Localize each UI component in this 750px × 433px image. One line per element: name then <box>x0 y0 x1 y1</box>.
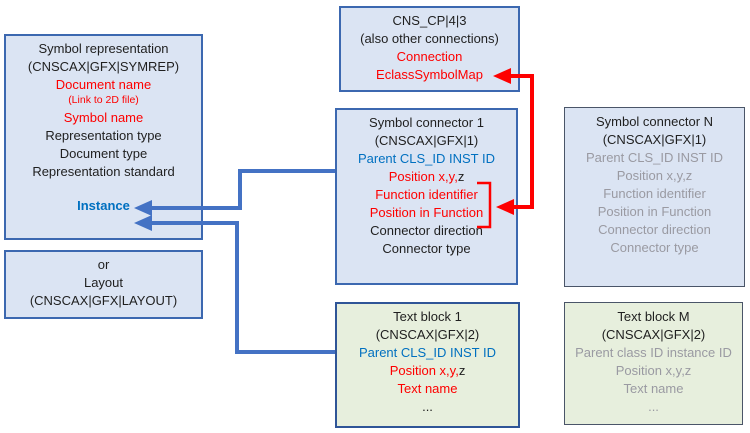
parent-cls-id-field: Parent CLS_ID INST ID <box>585 150 724 165</box>
symbol-representation-box: Symbol representation (CNSCAX|GFX|SYMREP… <box>4 34 203 240</box>
parent-cls-id-field: Parent CLS_ID INST ID <box>358 345 497 360</box>
representation-standard-field: Representation standard <box>32 164 175 179</box>
layout-box: or Layout (CNSCAX|GFX|LAYOUT) <box>4 250 203 319</box>
text-block-m-code: (CNSCAX|GFX|2) <box>601 327 706 342</box>
position-z-black: z <box>457 169 465 184</box>
layout-title: Layout <box>83 275 124 290</box>
symbol-connector-1-code: (CNSCAX|GFX|1) <box>374 133 479 148</box>
function-identifier-field: Function identifier <box>603 186 706 201</box>
connector-direction-field: Connector direction <box>598 222 711 237</box>
position-xyz-field: Position x,y,z <box>337 362 518 380</box>
text-block-1-code: (CNSCAX|GFX|2) <box>375 327 480 342</box>
position-xy-red: Position x,y, <box>388 169 458 184</box>
or-label: or <box>97 257 110 272</box>
eclass-symbol-map-field: EclassSymbolMap <box>376 67 483 82</box>
position-in-function-field: Position in Function <box>597 204 712 219</box>
symbol-connector-n-code: (CNSCAX|GFX|1) <box>602 132 707 147</box>
text-block-1-box: Text block 1 (CNSCAX|GFX|2) Parent CLS_I… <box>335 302 520 428</box>
position-xyz-field: Position x,y,z <box>616 168 693 183</box>
cns-cp-box: CNS_CP|4|3 (also other connections) Conn… <box>339 6 520 92</box>
ellipsis-label: ... <box>648 399 659 414</box>
position-xyz-field: Position x,y,z <box>337 168 516 186</box>
layout-code: (CNSCAX|GFX|LAYOUT) <box>29 293 178 308</box>
document-type-field: Document type <box>59 146 148 161</box>
position-in-function-field: Position in Function <box>369 205 484 220</box>
connector-type-field: Connector type <box>382 241 471 256</box>
symbol-connector-n-title: Symbol connector N <box>595 114 714 129</box>
symbol-connector-1-box: Symbol connector 1 (CNSCAX|GFX|1) Parent… <box>335 108 518 285</box>
parent-class-id-field: Parent class ID instance ID <box>575 345 732 360</box>
symbol-name-field: Symbol name <box>63 110 144 125</box>
position-z-black: z <box>458 363 466 378</box>
symbol-connector-n-box: Symbol connector N (CNSCAX|GFX|1) Parent… <box>564 107 745 287</box>
text-name-field: Text name <box>397 381 458 396</box>
text-block-m-title: Text block M <box>617 309 690 324</box>
text-block-m-box: Text block M (CNSCAX|GFX|2) Parent class… <box>564 302 743 425</box>
symbol-representation-title: Symbol representation <box>38 41 169 56</box>
position-xy-red: Position x,y, <box>389 363 459 378</box>
parent-cls-id-field: Parent CLS_ID INST ID <box>357 151 496 166</box>
document-name-field: Document name <box>55 77 152 92</box>
link-to-2d-note: (Link to 2D file) <box>68 94 139 106</box>
cns-cp-subtitle: (also other connections) <box>360 31 499 46</box>
symbol-representation-code: (CNSCAX|GFX|SYMREP) <box>27 59 180 74</box>
connector-direction-field: Connector direction <box>370 223 483 238</box>
symbol-connector-1-title: Symbol connector 1 <box>369 115 484 130</box>
function-identifier-field: Function identifier <box>375 187 478 202</box>
connector-type-field: Connector type <box>610 240 699 255</box>
instance-label: Instance <box>77 198 130 213</box>
position-xyz-field: Position x,y,z <box>615 363 692 378</box>
text-name-field: Text name <box>623 381 684 396</box>
cns-cp-title: CNS_CP|4|3 <box>392 13 467 28</box>
representation-type-field: Representation type <box>45 128 162 143</box>
text-block-1-title: Text block 1 <box>393 309 462 324</box>
connection-field: Connection <box>396 49 463 64</box>
ellipsis-label: ... <box>422 399 433 414</box>
